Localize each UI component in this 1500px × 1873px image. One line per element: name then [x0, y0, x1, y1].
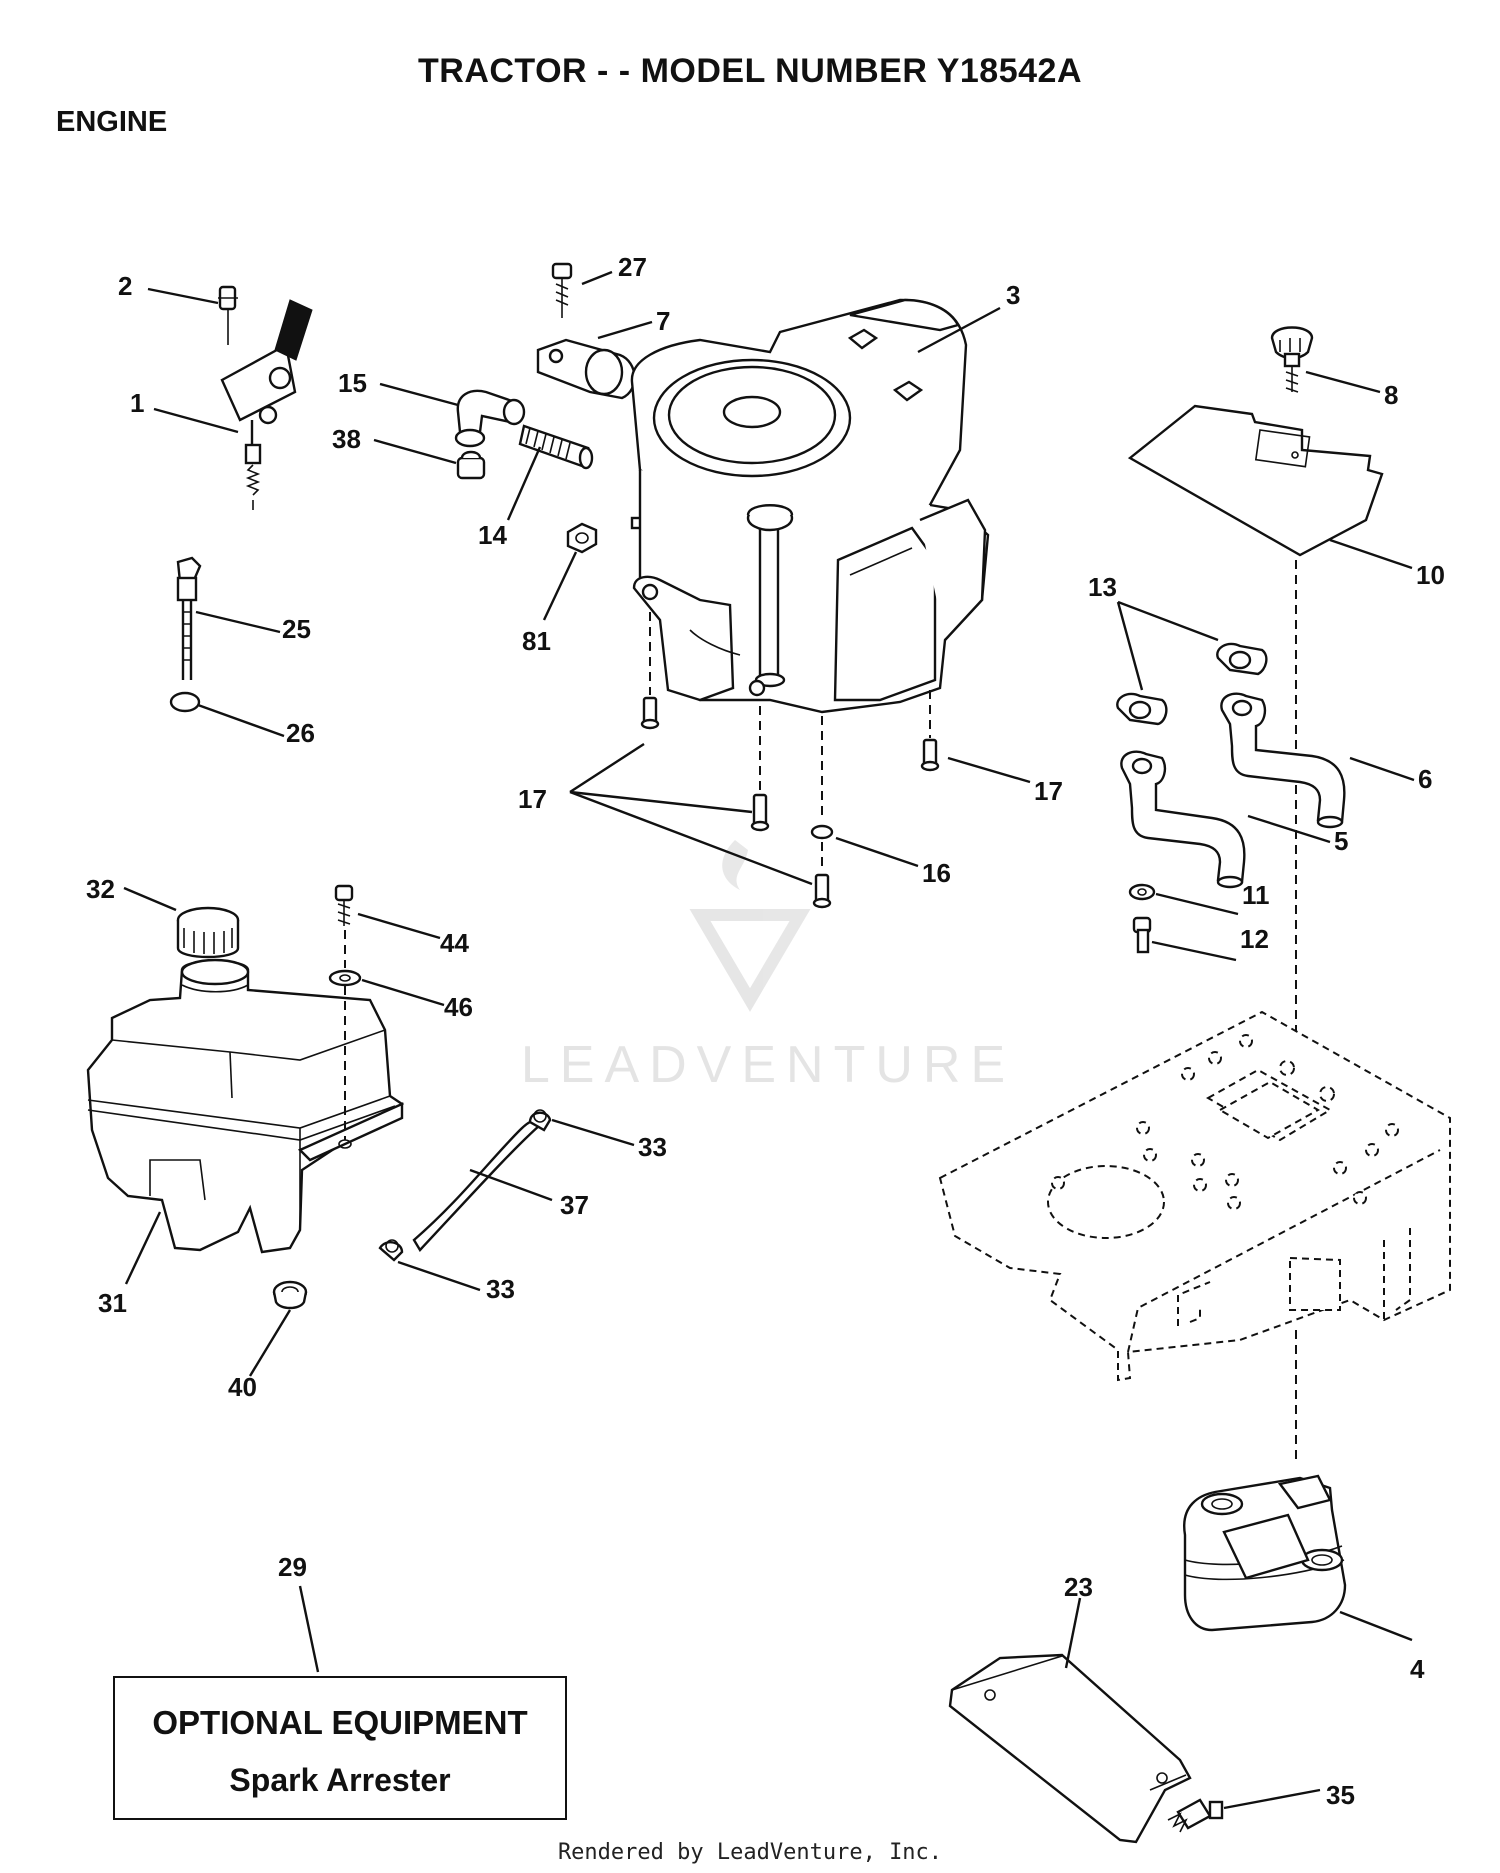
callout-38: 38 — [332, 424, 361, 454]
callout-33-bottom: 33 — [486, 1274, 515, 1304]
part-muffler — [1183, 1474, 1347, 1632]
part-washer-bolt — [1128, 883, 1156, 954]
callout-32: 32 — [86, 874, 115, 904]
callout-1: 1 — [130, 388, 144, 418]
watermark: LEADVENTURE — [521, 840, 1015, 1094]
optional-equipment-item: Spark Arrester — [229, 1762, 451, 1798]
leadventure-logo-icon — [689, 840, 811, 1012]
part-engine — [630, 298, 990, 714]
callout-2: 2 — [118, 271, 132, 301]
part-gaskets — [1116, 642, 1268, 726]
part-bolts — [640, 612, 940, 909]
part-nut — [566, 516, 646, 554]
optional-equipment-title: OPTIONAL EQUIPMENT — [152, 1704, 528, 1741]
part-control-lever — [218, 285, 313, 510]
footer-credit: Rendered by LeadVenture, Inc. — [557, 1840, 943, 1865]
part-exhaust-pipes — [1120, 692, 1346, 889]
page-title: TRACTOR - - MODEL NUMBER Y18542A — [418, 52, 1082, 90]
callout-3: 3 — [1006, 280, 1020, 310]
part-elbow-fitting — [454, 389, 594, 480]
callout-12: 12 — [1240, 924, 1269, 954]
part-screw-44 — [328, 884, 362, 987]
part-spark-plug — [169, 556, 202, 713]
part-fuel-cap — [176, 906, 240, 959]
callout-31: 31 — [98, 1288, 127, 1318]
part-muffler-shield — [948, 1653, 1192, 1844]
callout-23: 23 — [1064, 1572, 1093, 1602]
callout-29: 29 — [278, 1552, 307, 1582]
section-title: ENGINE — [56, 106, 168, 138]
callout-17-left: 17 — [518, 784, 547, 814]
part-knob — [1270, 326, 1314, 393]
part-grommet — [272, 1280, 308, 1310]
part-fuel-tank — [86, 958, 405, 1254]
callout-6: 6 — [1418, 764, 1432, 794]
callout-8: 8 — [1384, 380, 1398, 410]
callout-13: 13 — [1088, 572, 1117, 602]
callout-37: 37 — [560, 1190, 589, 1220]
callout-33-top: 33 — [638, 1132, 667, 1162]
callout-44: 44 — [440, 928, 469, 958]
callout-16: 16 — [922, 858, 951, 888]
part-heat-shield — [1127, 404, 1384, 557]
callout-11: 11 — [1242, 880, 1270, 910]
callout-35: 35 — [1326, 1780, 1355, 1810]
callout-14: 14 — [478, 520, 507, 550]
optional-equipment-box: OPTIONAL EQUIPMENT Spark Arrester — [113, 1676, 567, 1820]
part-screw — [1167, 1798, 1224, 1833]
part-clamp — [536, 262, 636, 400]
callout-26: 26 — [286, 718, 315, 748]
callout-17-right: 17 — [1034, 776, 1063, 806]
callout-15: 15 — [338, 368, 367, 398]
callout-7: 7 — [656, 306, 670, 336]
part-fuel-line — [378, 1109, 552, 1262]
callout-46: 46 — [444, 992, 473, 1022]
callout-40: 40 — [228, 1372, 257, 1402]
callout-10: 10 — [1416, 560, 1445, 590]
callout-27: 27 — [618, 252, 647, 282]
part-chassis-frame — [938, 1010, 1451, 1382]
watermark-text: LEADVENTURE — [521, 1036, 1015, 1094]
callout-5: 5 — [1334, 826, 1348, 856]
callout-4: 4 — [1410, 1654, 1425, 1684]
callout-labels: 2 1 25 26 27 7 3 15 38 14 81 17 17 16 8 … — [86, 252, 1445, 1810]
callout-25: 25 — [282, 614, 311, 644]
callout-81: 81 — [522, 626, 551, 656]
